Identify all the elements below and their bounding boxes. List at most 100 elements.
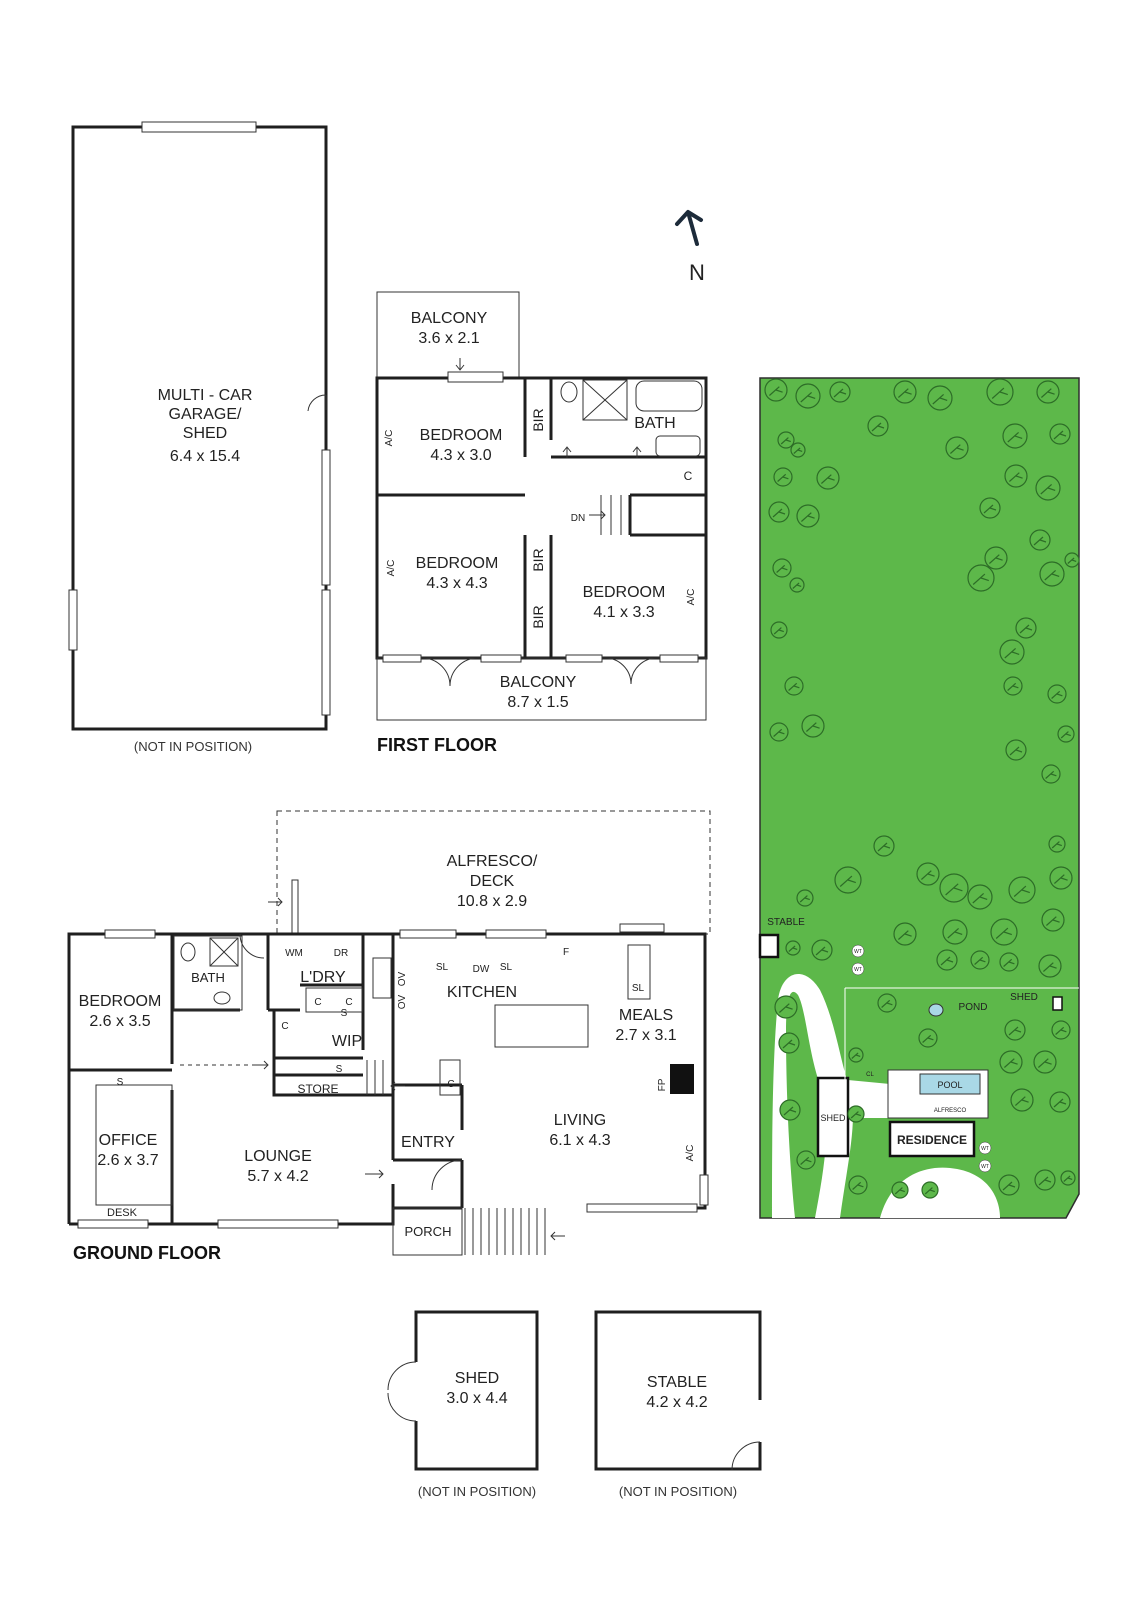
tree-branch-icon [1015,1096,1029,1106]
site-shed-top-label: SHED [1010,992,1038,1003]
stable-dims: 4.2 x 4.2 [646,1394,707,1411]
gf-sl-1: SL [436,962,449,973]
garage-plan [68,121,331,731]
tree-branch-icon [1046,916,1060,926]
ff-bedroom3-name: BEDROOM [583,584,666,601]
tree-branch-icon [788,682,800,691]
tree-branch-icon [1038,1058,1052,1068]
tree-branch-icon [839,875,856,887]
tree-branch-icon [850,1111,861,1119]
gf-wm: WM [285,948,303,959]
tree-branch-icon [769,386,783,396]
ff-down-label: DN [571,513,585,524]
tree-branch-icon [1008,1026,1022,1036]
tree-branch-icon [989,554,1003,564]
tree-branch-icon [1041,388,1055,398]
tree-branch-icon [1063,1175,1073,1182]
tree-branch-icon [792,582,802,589]
ff-bedroom2-dims: 4.3 x 4.3 [426,575,487,592]
gf-oven-2: OV [397,971,408,986]
gf-wip: WIP [332,1033,362,1050]
ff-bedroom3-dims: 4.1 x 3.3 [593,604,654,621]
gf-sl-3: SL [632,983,645,994]
gf-entry: ENTRY [401,1134,455,1151]
tree-branch-icon [995,927,1012,939]
ff-bedroom2-name: BEDROOM [416,555,499,572]
tree-branch-icon [783,1106,797,1116]
site-wt-label-4: WT [981,1164,989,1170]
tree-branch-icon [877,842,891,852]
tree-branch-icon [1003,958,1015,967]
tree-branch-icon [799,895,810,903]
tree-branch-icon [793,447,803,454]
tree-branch-icon [851,1052,861,1059]
tree-branch-icon [833,388,847,398]
gf-laundry: L'DRY [300,969,346,986]
gf-bath: BATH [191,970,225,985]
site-stable-label: STABLE [767,917,805,928]
site-trees [764,378,1080,1199]
tree-branch-icon [1002,1181,1016,1191]
tree-branch-icon [779,1003,793,1013]
gf-office-name: OFFICE [99,1132,158,1149]
tree-branch-icon [1043,962,1057,972]
ff-balcony-bottom-dims: 8.7 x 1.5 [507,694,568,711]
gf-dw: DW [473,964,490,975]
ff-ac-3: A/C [686,589,697,606]
tree-branch-icon [922,1034,934,1043]
gf-alfresco-name: ALFRESCO/ [447,853,538,870]
tree-branch-icon [947,927,963,939]
ff-ac-2: A/C [386,560,397,577]
site-clothesline-label: CL [866,1072,874,1078]
tree-branch-icon [1060,731,1071,739]
gf-desk: DESK [107,1207,138,1219]
tree-branch-icon [1045,770,1057,779]
gf-office-dims: 2.6 x 3.7 [97,1152,158,1169]
tree-branch-icon [1009,746,1023,756]
tree-branch-icon [800,1156,812,1165]
tree-branch-icon [1007,431,1023,443]
shed-note: (NOT IN POSITION) [418,1484,536,1499]
tree-branch-icon [1033,536,1047,546]
tree-branch-icon [788,945,798,952]
gf-oven-1: OV [397,994,408,1009]
first-floor-caption: FIRST FLOOR [377,735,497,755]
site-plan [758,377,1080,1219]
tree-branch-icon [1054,874,1068,884]
site-residence-label: RESIDENCE [897,1133,967,1147]
tree-branch-icon [924,1187,935,1195]
ff-bath: BATH [634,415,675,432]
ff-bedroom1-dims: 4.3 x 3.0 [430,447,491,464]
gf-fridge: F [563,947,569,958]
gf-meals-name: MEALS [619,1007,673,1024]
gf-kitchen: KITCHEN [447,984,517,1001]
ff-bir-3: BIR [530,605,546,628]
site-wt-label-2: WT [854,967,862,973]
tree-branch-icon [921,870,935,880]
north-label: N [689,260,705,285]
stable-name: STABLE [647,1374,707,1391]
north-arrow-icon [675,210,703,246]
garage-name: MULTI - CAR [158,387,253,404]
shed-dims: 3.0 x 4.4 [446,1390,507,1407]
first-floor-plan [375,291,708,721]
tree-branch-icon [782,1039,796,1049]
tree-branch-icon [991,387,1008,399]
site-pool-label: POOL [937,1080,962,1090]
tree-branch-icon [772,508,786,518]
tree-branch-icon [1007,682,1019,691]
site-pond-label: POND [959,1002,988,1013]
tree-branch-icon [1038,1176,1052,1186]
garage-dims: 6.4 x 15.4 [170,448,240,465]
gf-store: STORE [297,1082,338,1096]
gf-cupboard-3: C [281,1021,288,1032]
gf-meals-dims: 2.7 x 3.1 [615,1027,676,1044]
tree-branch-icon [1051,841,1062,849]
ff-ac-1: A/C [384,430,395,447]
gf-cupboard-4: C [447,1079,454,1090]
tree-branch-icon [777,473,789,482]
ff-balcony-bottom-name: BALCONY [500,674,577,691]
gf-bedroom-name: BEDROOM [79,993,162,1010]
